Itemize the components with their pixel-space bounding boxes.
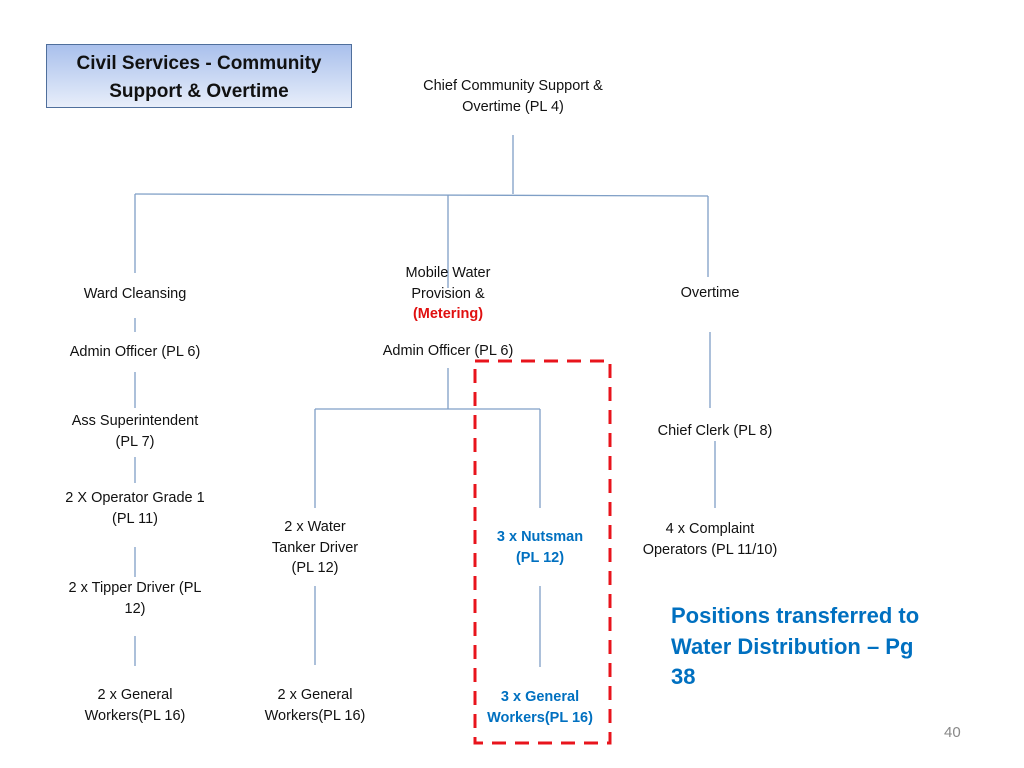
node-tipper-driver: 2 x Tipper Driver (PL 12)	[69, 578, 202, 619]
node-complaint-operators: 4 x Complaint Operators (PL 11/10)	[643, 519, 778, 560]
node-text: Workers(PL 16)	[487, 709, 593, 726]
node-chief-clerk: Chief Clerk (PL 8)	[658, 421, 773, 442]
transfer-note: Positions transferred to Water Distribut…	[671, 601, 941, 693]
note-line: 38	[671, 664, 696, 689]
node-text: Workers(PL 16)	[84, 707, 186, 724]
title-line: Support & Overtime	[109, 81, 289, 102]
node-text: 2 x Tipper Driver (PL	[68, 580, 202, 596]
node-text: Operators (PL 11/10)	[642, 541, 778, 558]
node-text: Mobile Water	[405, 265, 491, 281]
note-line: Water Distribution – Pg	[671, 633, 914, 659]
metering-label: (Metering)	[412, 306, 484, 322]
title-line: Civil Services - Community	[76, 53, 322, 74]
slide-title: Civil Services - Community Support & Ove…	[46, 44, 352, 108]
node-text: (PL 7)	[115, 433, 155, 450]
transferred-highlight-box	[473, 359, 612, 745]
node-text: Chief Clerk (PL 8)	[657, 423, 773, 439]
node-text: Admin Officer (PL 6)	[382, 343, 514, 359]
node-text: 2 x General	[97, 687, 173, 703]
node-mobile-water: Mobile Water Provision & (Metering)	[406, 263, 491, 325]
node-text: (PL 12)	[515, 549, 565, 566]
node-operator-grade: 2 X Operator Grade 1 (PL 11)	[65, 488, 204, 529]
node-general-workers-mid: 2 x General Workers(PL 16)	[265, 685, 366, 726]
node-text: 3 x General	[500, 689, 580, 705]
node-nutsman: 3 x Nutsman (PL 12)	[497, 527, 583, 568]
node-water-tanker: 2 x Water Tanker Driver (PL 12)	[272, 517, 358, 579]
node-text: Tanker Driver	[271, 539, 359, 556]
node-general-workers-transferred: 3 x General Workers(PL 16)	[487, 687, 593, 728]
node-text: Overtime (PL 4)	[462, 98, 564, 115]
node-ass-superintendent: Ass Superintendent (PL 7)	[72, 411, 199, 452]
node-text: Workers(PL 16)	[264, 707, 366, 724]
node-text: Overtime	[680, 285, 740, 301]
page-number: 40	[944, 724, 961, 741]
node-text: Provision &	[411, 285, 485, 302]
node-text: 2 x Water	[284, 519, 346, 535]
node-text: Chief Community Support &	[423, 78, 603, 94]
node-text: 2 x General	[277, 687, 353, 703]
node-general-workers-left: 2 x General Workers(PL 16)	[85, 685, 186, 726]
node-text: Admin Officer (PL 6)	[69, 344, 201, 360]
note-line: Positions transferred to	[671, 603, 920, 628]
node-text: Ass Superintendent	[71, 413, 199, 429]
node-text: (PL 11)	[112, 510, 158, 527]
node-admin-officer-left: Admin Officer (PL 6)	[70, 342, 201, 363]
node-text: 4 x Complaint	[665, 521, 755, 537]
node-overtime: Overtime	[681, 283, 740, 304]
connector	[134, 193, 709, 197]
node-text: 12)	[124, 600, 146, 617]
node-ward-cleansing: Ward Cleansing	[84, 284, 187, 305]
node-text: 3 x Nutsman	[496, 529, 584, 545]
node-text: 2 X Operator Grade 1	[65, 490, 205, 506]
node-text: Ward Cleansing	[83, 286, 187, 302]
node-chief: Chief Community Support & Overtime (PL 4…	[423, 76, 603, 117]
node-admin-officer-mid: Admin Officer (PL 6)	[383, 341, 514, 362]
node-text: (PL 12)	[291, 560, 339, 576]
